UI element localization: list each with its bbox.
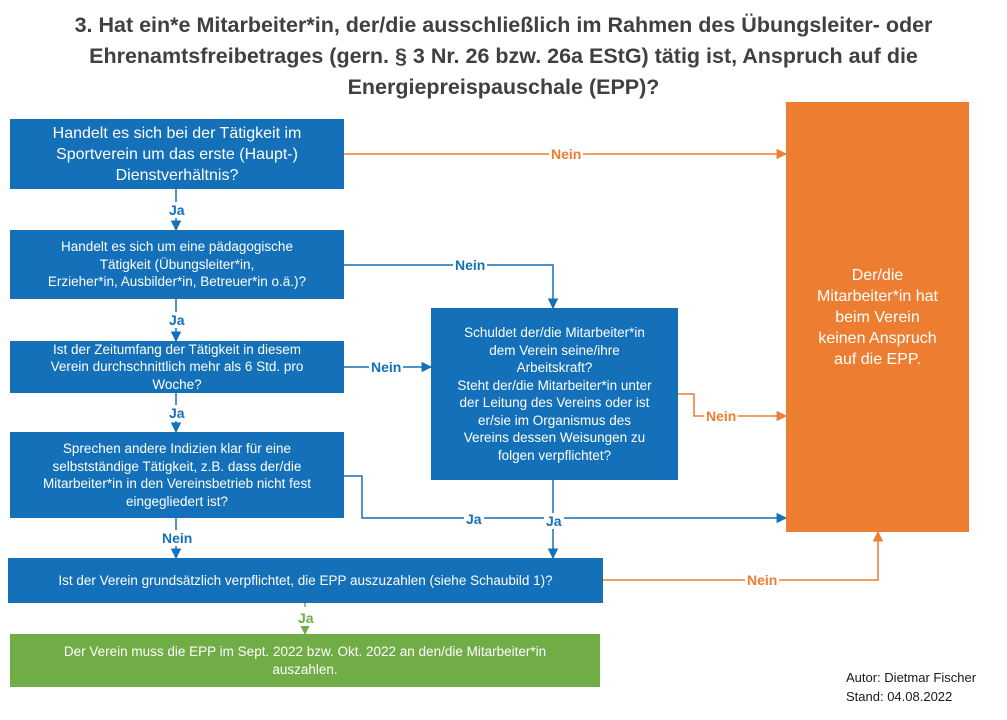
- question-box-club-obligation: Ist der Verein grundsätzlich verpflichte…: [8, 558, 603, 603]
- result-box-club-must-pay: Der Verein muss die EPP im Sept. 2022 bz…: [10, 634, 600, 687]
- question-box-employment-relationship: Schuldet der/die Mitarbeiter*in dem Vere…: [431, 308, 678, 480]
- result-box-no-claim: Der/die Mitarbeiter*in hat beim Verein k…: [786, 102, 969, 532]
- label-q3-ja: Ja: [167, 405, 187, 421]
- label-q4-ja: Ja: [464, 511, 484, 527]
- question-box-main-employment: Handelt es sich bei der Tätigkeit im Spo…: [10, 119, 344, 189]
- author-footer: Autor: Dietmar Fischer Stand: 04.08.2022: [846, 668, 996, 706]
- question-box-pedagogical-activity: Handelt es sich um eine pädagogische Tät…: [10, 230, 344, 299]
- arrow-q2-nein: [344, 264, 559, 310]
- arrow-q6-nein: [603, 530, 884, 581]
- revision-date: Stand: 04.08.2022: [846, 689, 953, 704]
- author-name: Autor: Dietmar Fischer: [846, 670, 977, 685]
- arrow-q4-ja: [344, 475, 788, 524]
- label-q5-nein: Nein: [704, 408, 739, 424]
- label-q6-ja: Ja: [296, 610, 316, 626]
- question-text: Ist der Verein grundsätzlich verpflichte…: [58, 572, 553, 588]
- label-q6-nein: Nein: [745, 572, 780, 588]
- label-q4-nein: Nein: [160, 530, 195, 546]
- label-q2-nein: Nein: [453, 257, 488, 273]
- question-text: Sprechen andere Indizien klar für eine s…: [43, 441, 311, 509]
- question-box-time-scope: Ist der Zeitumfang der Tätigkeit in dies…: [10, 341, 344, 393]
- label-q3-nein: Nein: [369, 359, 404, 375]
- label-q1-nein: Nein: [549, 146, 584, 162]
- question-box-self-employment-indicators: Sprechen andere Indizien klar für eine s…: [10, 432, 344, 518]
- label-q2-ja: Ja: [167, 312, 187, 328]
- result-text: Der/die Mitarbeiter*in hat beim Verein k…: [817, 266, 938, 368]
- question-text: Handelt es sich um eine pädagogische Tät…: [47, 239, 307, 290]
- question-text: Handelt es sich bei der Tätigkeit im Spo…: [52, 124, 302, 184]
- label-q5-ja: Ja: [544, 513, 564, 529]
- result-text: Der Verein muss die EPP im Sept. 2022 bz…: [63, 644, 547, 677]
- label-q1-ja: Ja: [167, 202, 187, 218]
- page-title: 3. Hat ein*e Mitarbeiter*in, der/die aus…: [74, 13, 933, 99]
- question-text: Schuldet der/die Mitarbeiter*in dem Vere…: [457, 325, 652, 463]
- question-text: Ist der Zeitumfang der Tätigkeit in dies…: [50, 341, 304, 392]
